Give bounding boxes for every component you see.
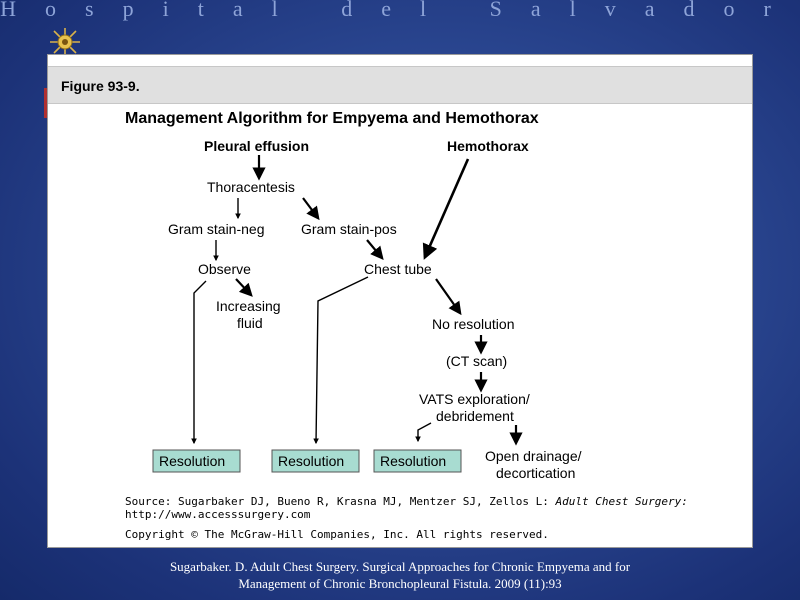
- node-ct-scan: (CT scan): [446, 353, 507, 369]
- resolution-label-1: Resolution: [159, 453, 225, 469]
- resolution-box-3: [373, 449, 462, 473]
- hospital-header: Hospital del Salvador: [0, 0, 800, 21]
- arrow-observe-increasing: [235, 278, 253, 297]
- arrow-grampos-chesttube: [366, 239, 384, 261]
- flowchart: Management Algorithm for Empyema and Hem…: [125, 110, 688, 541]
- node-gram-neg: Gram stain-neg: [168, 221, 264, 237]
- resolution-label-2: Resolution: [278, 453, 344, 469]
- resolution-box-2: [271, 449, 360, 473]
- arrow-chesttube-noresolution: [435, 278, 462, 316]
- arrow-vats-resolution: [415, 422, 432, 443]
- caption-line-1: Sugarbaker. D. Adult Chest Surgery. Surg…: [169, 559, 631, 574]
- node-thoracentesis: Thoracentesis: [207, 179, 295, 195]
- node-observe: Observe: [198, 261, 251, 277]
- arrow-hemothorax-chesttube: [422, 158, 470, 260]
- node-no-resolution: No resolution: [432, 316, 515, 332]
- node-hemothorax: Hemothorax: [447, 138, 529, 154]
- accent-mark: [44, 88, 47, 118]
- resolution-box-1: [152, 449, 241, 473]
- node-chest-tube: Chest tube: [364, 261, 432, 277]
- arrow-observe-resolution: [191, 280, 207, 445]
- arrow-thoracentesis-grampos: [302, 197, 320, 221]
- node-gram-pos: Gram stain-pos: [301, 221, 397, 237]
- node-open-drainage-line2: decortication: [496, 465, 575, 481]
- node-pleural-effusion: Pleural effusion: [204, 138, 309, 154]
- node-increasing-fluid: Increasing: [216, 298, 281, 314]
- figure-label: Figure 93-9.: [48, 66, 752, 104]
- figure-panel: Figure 93-9. Management Algorithm for Em…: [47, 54, 753, 548]
- caption-line-2: Management of Chronic Bronchopleural Fis…: [238, 576, 562, 591]
- source-url: http://www.accesssurgery.com: [125, 508, 311, 521]
- sun-emblem-icon: [50, 28, 80, 56]
- node-increasing-fluid-line2: fluid: [237, 315, 263, 331]
- resolution-label-3: Resolution: [380, 453, 446, 469]
- node-vats: VATS exploration/: [419, 391, 530, 407]
- source-line: Source: Sugarbaker DJ, Bueno R, Krasna M…: [125, 495, 688, 508]
- node-vats-line2: debridement: [436, 408, 514, 424]
- slide-caption: Sugarbaker. D. Adult Chest Surgery. Surg…: [100, 558, 700, 592]
- node-open-drainage: Open drainage/: [485, 448, 582, 464]
- arrows: [191, 155, 523, 446]
- copyright-notice: Copyright © The McGraw-Hill Companies, I…: [125, 528, 549, 541]
- diagram-title: Management Algorithm for Empyema and Hem…: [125, 110, 539, 127]
- arrow-chesttube-resolution: [313, 276, 369, 445]
